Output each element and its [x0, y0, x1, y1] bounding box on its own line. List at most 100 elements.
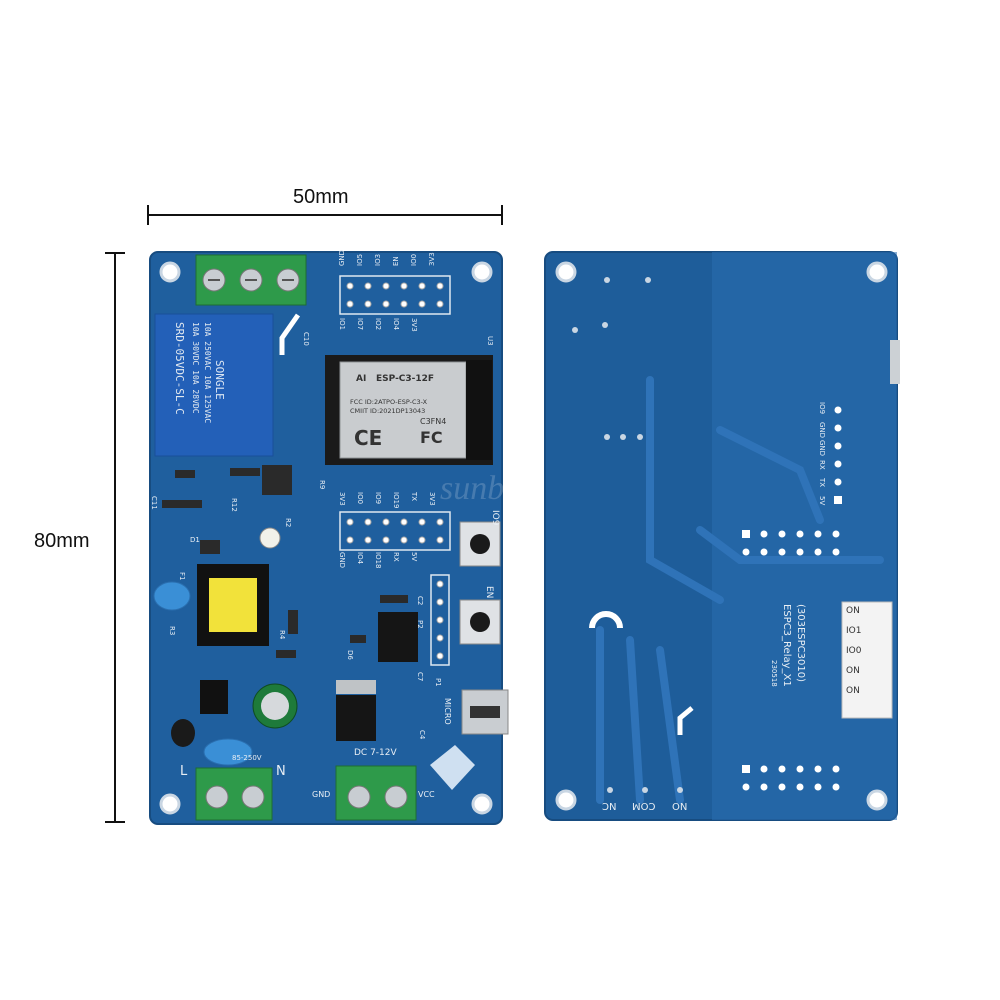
- switch-label: ON: [846, 606, 860, 616]
- watermark: sunbird: [440, 470, 543, 507]
- relay-line-1: 10A 250VAC 10A 125VAC: [203, 322, 212, 424]
- button-io9-shape: [459, 521, 501, 567]
- pin-label: GND: [818, 422, 826, 439]
- pin-label: IO2: [374, 318, 382, 331]
- component-ref: F1: [178, 572, 186, 581]
- pin-label: 3V3: [410, 318, 418, 332]
- button-en-shape: [459, 599, 501, 645]
- pin-label: GND: [818, 440, 826, 457]
- button-en-label: EN: [484, 586, 494, 599]
- l-label: L: [180, 764, 188, 779]
- pin-label: IO4: [392, 318, 400, 331]
- button-io9-label: IO9: [490, 510, 500, 526]
- micro-usb-label: MICRO: [443, 698, 452, 725]
- vcc-label: VCC: [418, 790, 435, 799]
- n-label: N: [276, 764, 286, 779]
- pin-label: TX: [410, 492, 418, 502]
- header-mid-labels: 3V3 IO0 IO9 IO19 TX 3V3: [338, 492, 456, 510]
- component-ref: P1: [434, 678, 442, 687]
- component-ref: C2: [416, 596, 424, 606]
- header-top: [346, 282, 444, 308]
- component-ref: R3: [168, 626, 176, 636]
- esp-module-labels: AI ESP-C3-12F FCC ID:2ATPO-ESP-C3-X CMII…: [340, 362, 466, 458]
- pin-label: 3V3: [428, 492, 436, 506]
- pin-label: IO9: [374, 492, 382, 505]
- module-fc-mark: FC: [420, 428, 443, 447]
- back-board-code: (303ESPC3010): [795, 604, 806, 683]
- back-switch-labels: ON IO1 IO0 ON ON: [846, 606, 890, 716]
- pin-label: RX: [392, 552, 400, 562]
- component-ref: D1: [190, 536, 200, 544]
- esp-module: [325, 355, 493, 465]
- switch-label: ON: [846, 666, 860, 676]
- pin-label: TX: [818, 478, 826, 488]
- module-model: ESP-C3-12F: [376, 374, 435, 384]
- module-brand: AI: [356, 374, 367, 384]
- height-dimension-label: 80mm: [34, 530, 90, 552]
- pin-label: IO0: [410, 253, 418, 266]
- component-ref: C4: [418, 730, 426, 740]
- component-ref: R2: [284, 518, 292, 528]
- switch-label: IO0: [846, 646, 862, 656]
- pin-label: IO5: [356, 253, 364, 266]
- component-ref: R12: [230, 498, 238, 512]
- component-ref: C10: [302, 332, 310, 346]
- pin-label: IO18: [374, 552, 382, 569]
- width-dimension-label: 50mm: [293, 186, 349, 208]
- back-pin-labels: 5V TX RX GND GND IO9: [818, 400, 834, 510]
- pin-label: 3V3: [338, 492, 346, 506]
- pin-label: IO9: [818, 402, 826, 415]
- pin-label: IO4: [356, 552, 364, 565]
- bottom-terminal-dc: [335, 765, 417, 821]
- terminal-nc-label: NC: [602, 800, 617, 811]
- module-fcc: FCC ID:2ATPO-ESP-C3-X: [350, 398, 428, 406]
- pin-label: 3V3: [428, 252, 436, 266]
- module-ce-mark: CE: [354, 426, 383, 450]
- pin-label: EN: [392, 256, 400, 266]
- component-ref: U3: [486, 336, 494, 346]
- component-ref: D6: [346, 650, 354, 660]
- module-code: C3FN4: [420, 417, 447, 426]
- component-ref: P2: [416, 620, 424, 629]
- component-ref: C7: [416, 672, 424, 682]
- pin-label: GND: [338, 249, 346, 266]
- width-dimension-line: [147, 205, 503, 225]
- relay: [154, 313, 274, 457]
- module-cmiit: CMIIT ID:2021DP13043: [350, 407, 426, 415]
- header-mid-labels-bottom: GND IO4 IO18 RX 5V: [338, 552, 456, 570]
- ac-voltage-label: 85-250V: [232, 754, 262, 762]
- transformer: [197, 564, 269, 646]
- relay-brand: SONGLE: [213, 360, 226, 400]
- pin-label: IO19: [392, 492, 400, 509]
- dc-input-label: DC 7-12V: [354, 748, 397, 758]
- back-terminal-labels: NC COM NO: [598, 800, 698, 820]
- pin-label: IO7: [356, 318, 364, 331]
- back-board-name: ESPC3_Relay_X1: [781, 604, 792, 687]
- terminal-no-label: NO: [672, 800, 688, 811]
- relay-label-block: SONGLE 10A 250VAC 10A 125VAC 10A 30VDC 1…: [160, 320, 268, 450]
- height-dimension-line: [105, 252, 125, 823]
- pin-label: IO1: [338, 318, 346, 331]
- header-top-labels-bottom: IO1 IO7 IO2 IO4 3V3: [338, 318, 456, 336]
- pin-label: IO0: [356, 492, 364, 505]
- pin-label: IO3: [374, 253, 382, 266]
- switch-label: IO1: [846, 626, 862, 636]
- pin-label: 5V: [818, 496, 826, 506]
- bottom-terminal-ln: [195, 767, 273, 821]
- switch-label: ON: [846, 686, 860, 696]
- relay-line-2: 10A 30VDC 10A 28VDC: [191, 322, 200, 414]
- back-board: [544, 251, 900, 821]
- top-terminal-block: [195, 254, 307, 306]
- gnd-label: GND: [312, 790, 331, 799]
- pin-label: RX: [818, 460, 826, 470]
- component-ref: R9: [318, 480, 326, 490]
- pin-label: 5V: [410, 552, 418, 562]
- back-date-code: 230518: [770, 660, 778, 687]
- component-ref: R4: [278, 630, 286, 640]
- front-board: [149, 251, 509, 825]
- header-top-labels: GND IO5 IO3 EN IO0 3V3: [338, 250, 452, 276]
- component-ref: C11: [150, 496, 158, 510]
- terminal-com-label: COM: [632, 800, 656, 811]
- pin-label: GND: [338, 552, 346, 569]
- header-mid: [346, 518, 444, 544]
